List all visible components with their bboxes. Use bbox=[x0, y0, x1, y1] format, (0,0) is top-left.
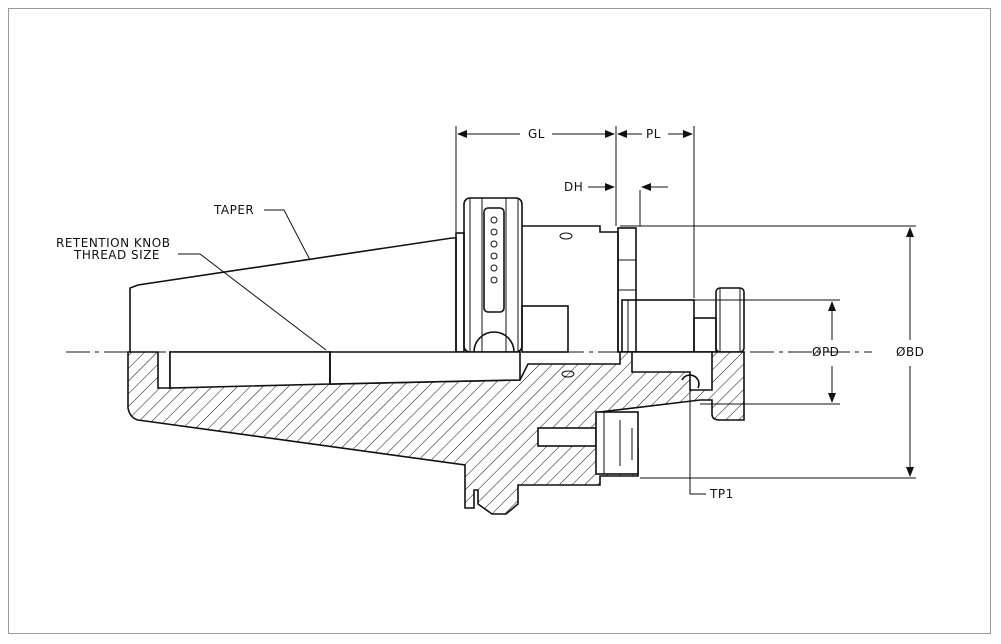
dh-label: DH bbox=[564, 180, 583, 194]
dimensions bbox=[178, 126, 916, 495]
tp1-label: TP1 bbox=[709, 487, 734, 501]
gl-label: GL bbox=[528, 127, 545, 141]
retention-knob-label: RETENTION KNOB bbox=[56, 236, 170, 250]
drawing-frame bbox=[8, 8, 991, 634]
lower-half-section bbox=[127, 351, 745, 515]
taper-label: TAPER bbox=[213, 203, 254, 217]
thread-size-label: THREAD SIZE bbox=[73, 248, 160, 262]
pd-label: ØPD bbox=[812, 345, 839, 359]
pl-label: PL bbox=[646, 127, 661, 141]
bd-label: ØBD bbox=[896, 345, 924, 359]
upper-half-outline bbox=[129, 197, 745, 370]
